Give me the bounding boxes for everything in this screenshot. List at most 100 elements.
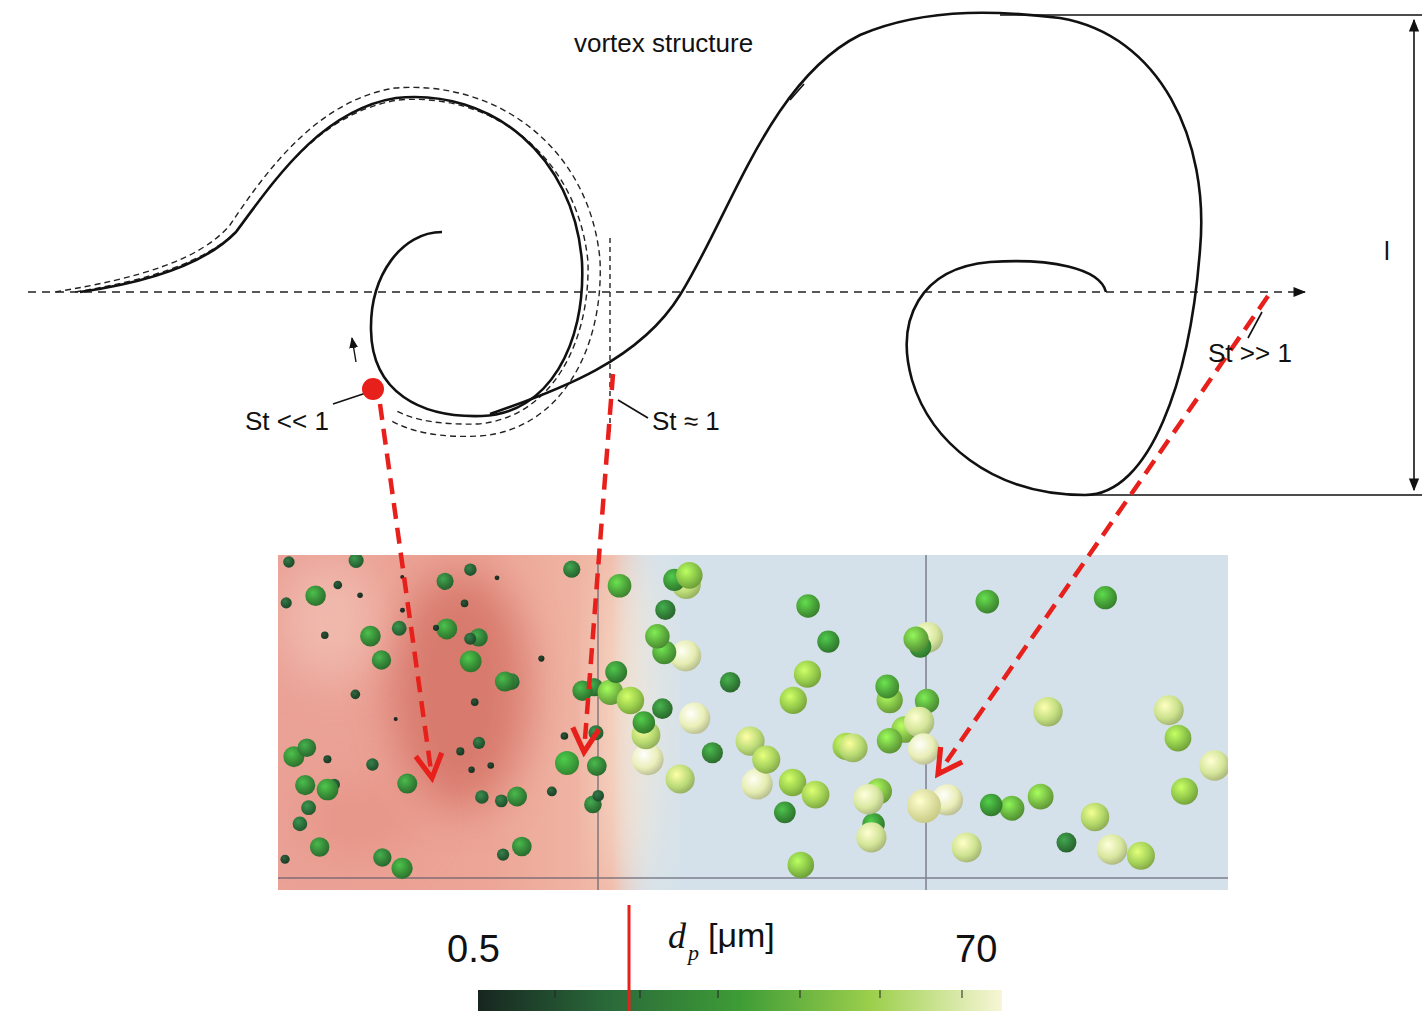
- particle: [1097, 834, 1128, 865]
- particle: [904, 707, 934, 737]
- particle: [980, 794, 1003, 817]
- particle: [495, 575, 500, 580]
- particle: [464, 633, 476, 645]
- leader-line: [333, 393, 366, 404]
- particle: [283, 556, 294, 567]
- vortex-curve: [490, 13, 1201, 495]
- particle: [1033, 697, 1062, 726]
- particle: [561, 732, 569, 740]
- particle: [323, 755, 331, 763]
- particle: [437, 573, 454, 590]
- figure-label: vortex structure: [574, 30, 753, 56]
- particle: [788, 852, 815, 879]
- particle: [392, 621, 407, 636]
- vortex-curve: [80, 97, 582, 416]
- particle: [633, 711, 655, 733]
- colorbar-title: d: [668, 918, 686, 954]
- particle: [605, 661, 627, 683]
- particle: [349, 555, 364, 568]
- particle: [752, 746, 780, 774]
- particle: [999, 796, 1024, 821]
- particle: [652, 698, 673, 719]
- particle: [877, 728, 902, 753]
- stokes-label: St >> 1: [1208, 340, 1292, 366]
- particle: [468, 766, 474, 772]
- particle: [310, 837, 330, 857]
- particle: [1094, 586, 1117, 609]
- particle: [366, 758, 378, 770]
- dimension-line: [1000, 15, 1422, 495]
- particle: [473, 737, 485, 749]
- particle: [853, 784, 884, 815]
- particle: [839, 733, 868, 762]
- particle: [802, 781, 830, 809]
- particle: [666, 764, 695, 793]
- colorbar-tick-label: 70: [955, 930, 997, 968]
- particle: [676, 562, 703, 589]
- particle: [497, 848, 509, 860]
- particle: [436, 618, 457, 639]
- particle: [456, 747, 464, 755]
- particle: [617, 687, 644, 714]
- particle: [433, 625, 439, 631]
- flow-arrow: [352, 338, 356, 362]
- colorbar-title: [μm]: [708, 918, 775, 952]
- particle: [372, 650, 391, 669]
- stokes-label: St ≈ 1: [652, 408, 720, 434]
- stokes-label: St << 1: [245, 408, 329, 434]
- threshold-line: [628, 905, 631, 1011]
- particle: [293, 817, 308, 832]
- particle: [295, 775, 315, 795]
- particle: [908, 733, 939, 764]
- particle: [317, 779, 339, 801]
- axis-line: [28, 291, 1305, 293]
- particle: [608, 574, 632, 598]
- particle: [587, 756, 607, 776]
- particle: [357, 592, 363, 598]
- particle: [907, 789, 941, 823]
- particle: [305, 586, 326, 607]
- particle: [592, 790, 604, 802]
- particle: [373, 848, 391, 866]
- particle: [1028, 784, 1054, 810]
- particle: [796, 594, 819, 617]
- particle: [774, 802, 796, 824]
- colorbar-title: p: [688, 942, 699, 964]
- particle: [538, 656, 544, 662]
- particle: [487, 762, 494, 769]
- particle: [555, 751, 579, 775]
- particle: [679, 703, 710, 734]
- particle: [1081, 803, 1110, 832]
- particle: [817, 630, 839, 652]
- particle: [588, 725, 603, 740]
- particle: [392, 858, 413, 879]
- particle: [512, 837, 532, 857]
- particle-image: [278, 550, 1230, 890]
- particle: [702, 742, 723, 763]
- particle: [400, 608, 405, 613]
- particle: [298, 738, 317, 757]
- particle: [655, 600, 675, 620]
- particle: [856, 822, 886, 852]
- particle: [1154, 695, 1184, 725]
- callout-arrow: [380, 296, 1268, 778]
- particle: [333, 581, 342, 590]
- particle: [547, 787, 557, 797]
- particle: [397, 774, 417, 794]
- vortex-envelope: [55, 87, 600, 436]
- particle: [394, 717, 398, 721]
- particle: [1165, 725, 1192, 752]
- particle: [645, 624, 670, 649]
- particle: [903, 626, 928, 651]
- marker-dot: [362, 378, 384, 400]
- particle: [460, 650, 482, 672]
- particle: [1127, 842, 1155, 870]
- particle: [720, 672, 741, 693]
- particle: [563, 561, 580, 578]
- particle: [351, 690, 361, 700]
- particle: [301, 800, 316, 815]
- colorbar-tick-label: 0.5: [447, 930, 500, 968]
- leader-line: [790, 84, 804, 100]
